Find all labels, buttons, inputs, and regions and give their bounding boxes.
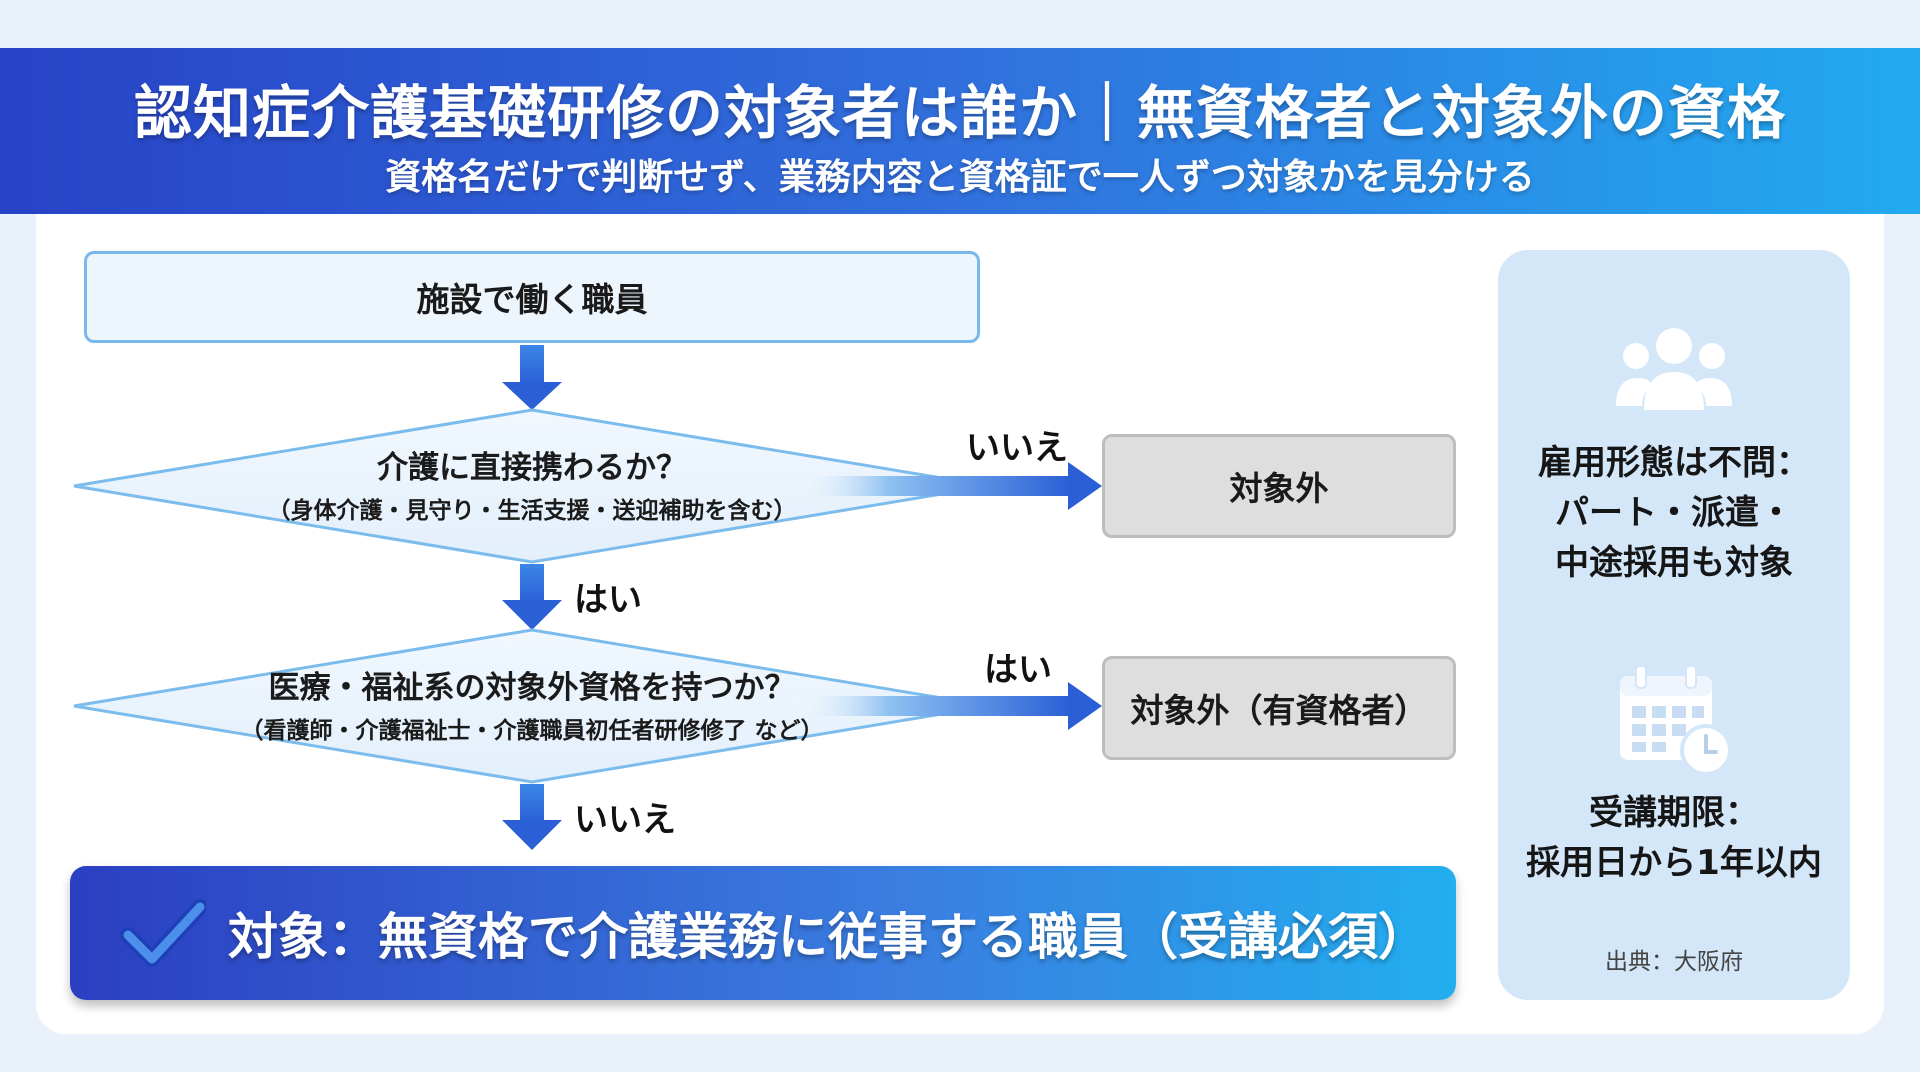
deadline-note: 受講期限： 採用日から1年以内: [1498, 788, 1850, 888]
people-icon: [1616, 328, 1732, 410]
decision-diamond-2: [73, 628, 991, 784]
employment-line-3: 中途採用も対象: [1555, 543, 1793, 583]
question-1-note: （身体介護・見守り・生活支援・送迎補助を含む）: [267, 498, 797, 524]
source-note: 出典：大阪府: [1605, 949, 1743, 975]
question-2: 医療・福祉系の対象外資格を持つか？ （看護師・介護福祉士・介護職員初任者研修修了…: [170, 662, 894, 745]
arrow-q2-to-qualified: [790, 682, 1102, 730]
result-banner: 対象：無資格で介護業務に従事する職員（受講必須）: [70, 866, 1456, 1000]
header-banner: 認知症介護基礎研修の対象者は誰か｜無資格者と対象外の資格 資格名だけで判断せず、…: [0, 48, 1920, 214]
employment-line-1: 雇用形態は不問：: [1538, 443, 1810, 483]
arrow-q1-to-excluded: [790, 462, 1102, 510]
employment-line-2: パート・派遣・: [1555, 493, 1793, 533]
deadline-line-2: 採用日から1年以内: [1526, 843, 1822, 883]
page-title: 認知症介護基礎研修の対象者は誰か｜無資格者と対象外の資格: [133, 79, 1786, 147]
employment-note: 雇用形態は不問： パート・派遣・ 中途採用も対象: [1498, 438, 1850, 588]
q1-yes-label: はい: [574, 580, 642, 620]
calendar-clock-icon: [1620, 665, 1732, 776]
q2-no-label: いいえ: [574, 800, 676, 840]
outcome-excluded-qualified: 対象外（有資格者）: [1102, 656, 1456, 760]
checkmark-icon: [120, 899, 206, 967]
q2-yes-label: はい: [984, 650, 1052, 690]
decision-diamond-1: [73, 408, 991, 564]
side-panel: 雇用形態は不問： パート・派遣・ 中途採用も対象 受講期限： 採用日から1年以内…: [1498, 250, 1850, 1000]
question-2-note: （看護師・介護福祉士・介護職員初任者研修修了 など）: [240, 718, 824, 744]
page-subtitle: 資格名だけで判断せず、業務内容と資格証で一人ずつ対象かを見分ける: [385, 157, 1535, 198]
question-1: 介護に直接携わるか？ （身体介護・見守り・生活支援・送迎補助を含む）: [200, 442, 864, 525]
deadline-line-1: 受講期限：: [1589, 793, 1759, 833]
outcome-excluded: 対象外: [1102, 434, 1456, 538]
arrow-q2-to-result: [502, 784, 562, 850]
q1-no-label: いいえ: [966, 428, 1068, 468]
arrow-start-to-q1: [502, 345, 562, 410]
result-text: 対象：無資格で介護業務に従事する職員（受講必須）: [228, 908, 1428, 966]
question-1-text: 介護に直接携わるか？: [377, 450, 687, 486]
arrow-q1-to-q2: [502, 564, 562, 630]
question-2-text: 医療・福祉系の対象外資格を持つか？: [268, 670, 796, 706]
start-box: 施設で働く職員: [84, 251, 980, 343]
